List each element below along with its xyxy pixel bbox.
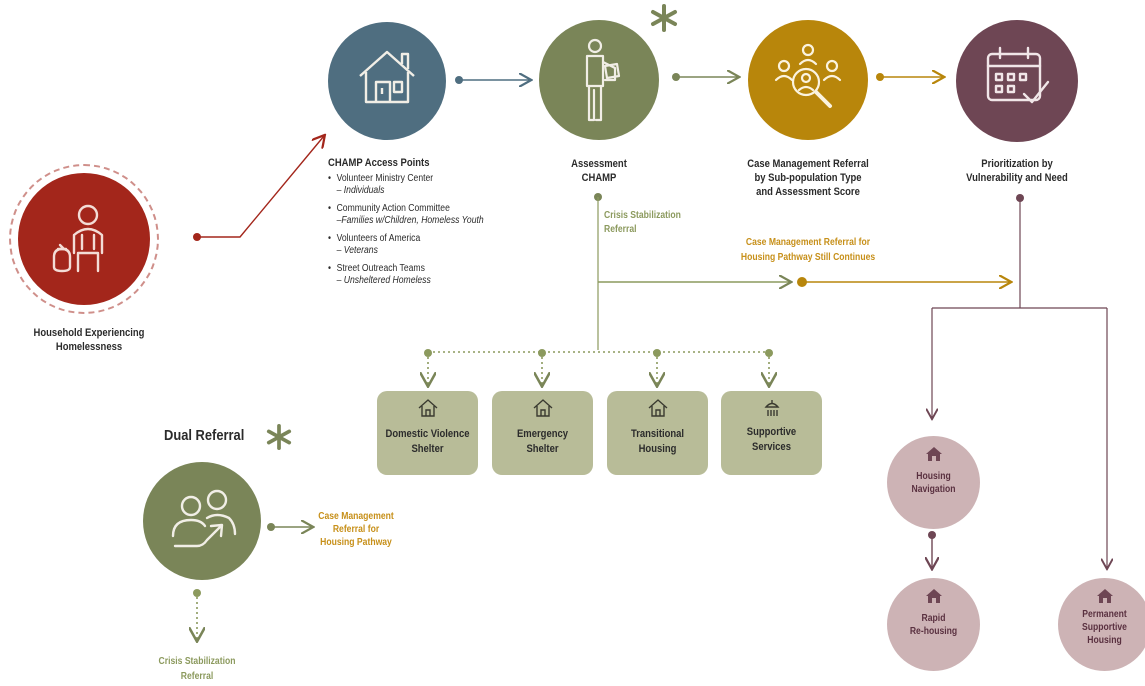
person-clipboard-icon xyxy=(585,38,621,122)
arrow-household-to-access xyxy=(193,136,324,241)
house-icon xyxy=(359,50,415,104)
access-point-item: Street Outreach Teams– Unsheltered Homel… xyxy=(328,263,500,287)
access-point-item: Volunteers of America– Veterans xyxy=(328,233,500,257)
arrow-assessment-to-casemgmt xyxy=(672,73,738,81)
prioritization-node xyxy=(956,20,1078,142)
arrow-access-to-assessment xyxy=(455,76,530,84)
calendar-check-icon xyxy=(986,46,1050,104)
dual-referral-lines xyxy=(193,523,312,640)
prioritization-branch-lines xyxy=(928,194,1107,568)
house-icon xyxy=(418,399,437,417)
dual-referral-node xyxy=(143,462,261,580)
house-icon xyxy=(648,399,667,417)
dual-referral-title: Dual Referral xyxy=(164,427,245,444)
people-search-icon xyxy=(774,43,842,108)
person-sitting-icon xyxy=(52,204,104,273)
access-point-item: Community Action Committee–Families w/Ch… xyxy=(328,203,500,227)
people-arrow-icon xyxy=(171,489,237,548)
access-points-node xyxy=(328,22,446,140)
access-points-list: CHAMP Access Points Volunteer Ministry C… xyxy=(328,157,500,293)
access-point-item: Volunteer Ministry Center– Individuals xyxy=(328,173,500,197)
house-icon xyxy=(1096,589,1113,603)
crisis-branch-lines xyxy=(424,193,790,385)
household-circle xyxy=(9,164,159,314)
asterisk-icon xyxy=(651,4,677,32)
arrow-casemgmt-to-prioritization xyxy=(876,73,943,81)
continues-line xyxy=(797,277,1010,287)
asterisk-icon xyxy=(266,424,292,450)
assessment-node xyxy=(539,20,659,140)
house-icon xyxy=(533,399,552,417)
house-icon xyxy=(925,447,942,461)
access-points-title: CHAMP Access Points xyxy=(328,157,430,169)
shower-icon xyxy=(763,400,780,416)
household-node xyxy=(18,173,150,305)
house-icon xyxy=(925,589,942,603)
case-management-node xyxy=(748,20,868,140)
